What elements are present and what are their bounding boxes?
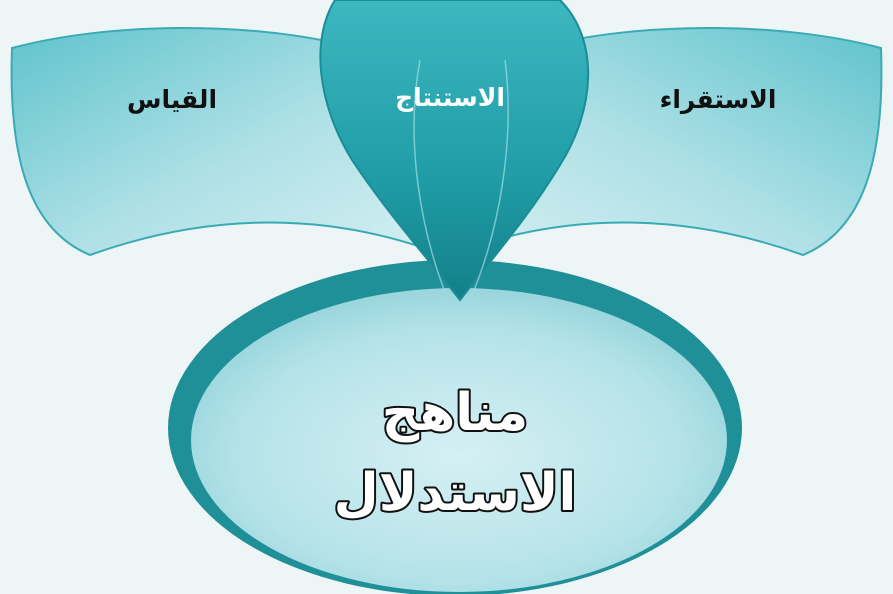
center-oval — [191, 288, 727, 592]
center-label-line1: مناهج — [382, 383, 528, 443]
middle-petal-label: الاستنتاج — [395, 83, 505, 113]
middle-petal — [319, 0, 590, 302]
middle-petal-highlight — [413, 59, 449, 301]
right-petal-label: الاستقراء — [660, 85, 777, 115]
center-label-line2: الاستدلال — [334, 463, 577, 523]
left-petal-label: القياس — [127, 85, 217, 114]
middle-petal-highlight-2 — [469, 59, 509, 301]
